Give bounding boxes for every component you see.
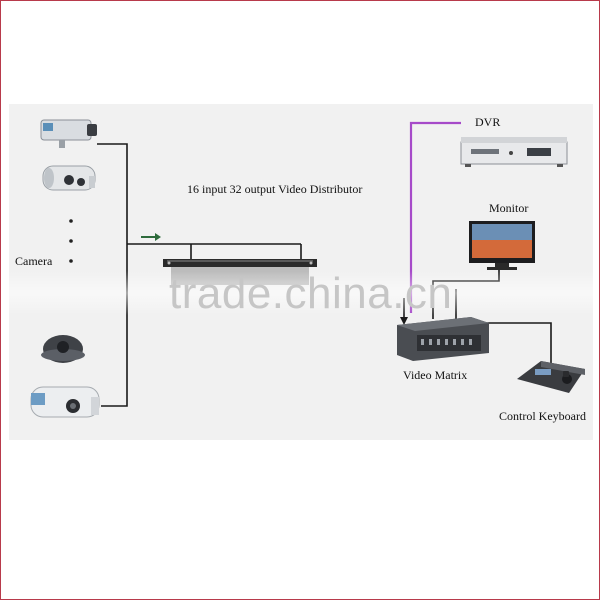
label-control-keyboard: Control Keyboard (499, 409, 586, 423)
bullet-camera-icon (42, 165, 96, 191)
watermark-text: trade.china.cn (169, 269, 453, 318)
keyboard-wire (481, 322, 552, 367)
more-cameras-dots (69, 219, 73, 263)
control-keyboard-icon (517, 361, 585, 393)
label-camera: Camera (15, 254, 53, 268)
dome-camera-icon (41, 335, 85, 363)
label-monitor: Monitor (489, 201, 529, 215)
bullet-camera-2-icon (30, 386, 100, 418)
monitor-icon (469, 221, 535, 270)
box-camera-icon (40, 119, 97, 148)
label-dvr: DVR (475, 115, 501, 129)
label-video-matrix: Video Matrix (403, 368, 468, 382)
signal-arrow-icon (141, 233, 161, 241)
label-video-distributor: 16 input 32 output Video Distributor (187, 182, 363, 196)
video-matrix-icon (397, 317, 489, 361)
watermark-band (9, 271, 593, 315)
dvr-icon (460, 137, 568, 167)
dvr-wire (409, 121, 461, 313)
